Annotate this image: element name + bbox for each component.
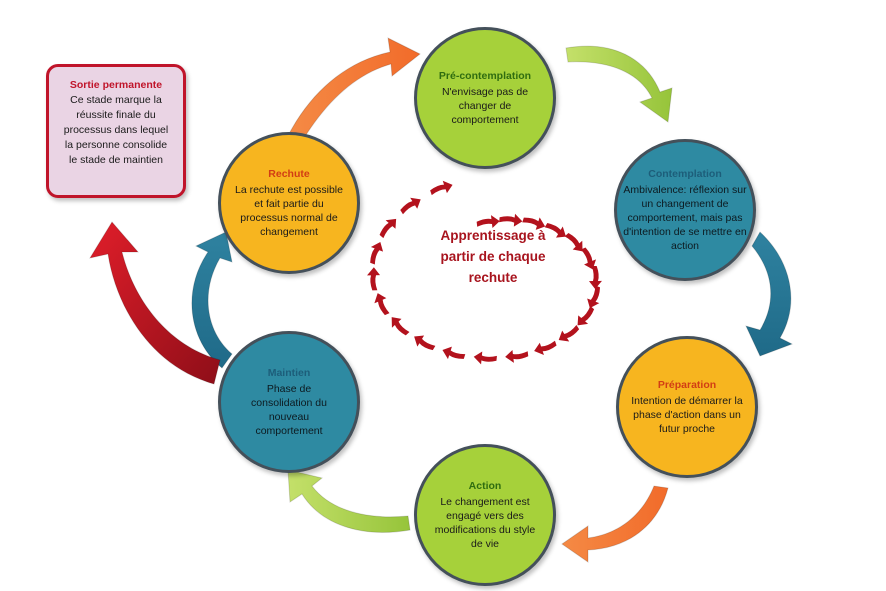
spiral-arrow-icon	[580, 247, 597, 270]
spiral-arrow-icon	[367, 267, 381, 291]
stage-contemplation: Contemplation Ambivalence: réflexion sur…	[614, 139, 756, 281]
exit-box-sortie-permanente: Sortie permanente Ce stade marque la réu…	[46, 64, 186, 198]
stage-title: Rechute	[268, 167, 310, 180]
stage-action: Action Le changement est engagé vers des…	[414, 444, 556, 586]
stage-description: Phase de consolidation du nouveau compor…	[251, 382, 327, 437]
spiral-arrow-icon	[442, 346, 466, 360]
spiral-arrow-icon	[414, 335, 436, 351]
stage-title: Pré-contemplation	[438, 69, 532, 82]
stage-preparation: Préparation Intention de démarrer la pha…	[616, 336, 758, 478]
spiral-arrow-icon	[400, 197, 421, 215]
spiral-arrow-icon	[558, 325, 580, 342]
stage-description: N'envisage pas de changer de comportemen…	[441, 85, 529, 126]
arrow-rechute-to-pre	[289, 37, 421, 139]
stage-description: Ambivalence: réflexion sur un changement…	[623, 183, 747, 252]
spiral-arrow-icon	[430, 180, 453, 196]
spiral-arrow-icon	[505, 349, 529, 363]
spiral-arrow-icon	[499, 213, 523, 227]
stage-description: Intention de démarrer la phase d'action …	[631, 394, 743, 435]
spiral-arrow-icon	[473, 351, 497, 365]
stage-rechute: Rechute La rechute est possible et fait …	[218, 132, 360, 274]
stage-pre-contemplation: Pré-contemplation N'envisage pas de chan…	[414, 27, 556, 169]
exit-box-description: Ce stade marque la réussite finale du pr…	[63, 94, 169, 166]
spiral-arrow-icon	[534, 340, 557, 356]
spiral-arrow-icon	[588, 265, 602, 289]
spiral-arrow-icon	[374, 293, 390, 316]
stage-title: Maintien	[267, 366, 311, 379]
spiral-arrow-icon	[577, 306, 595, 326]
spiral-arrow-icon	[391, 317, 410, 336]
stage-maintien: Maintien Phase de consolidation du nouve…	[218, 331, 360, 473]
spiral-arrow-icon	[544, 222, 566, 238]
arrow-maintien-to-sortie	[88, 221, 221, 385]
center-label: Apprentissage à partir de chaque rechute	[440, 228, 546, 285]
exit-box-title: Sortie permanente	[69, 79, 163, 91]
arrow-action-to-maintien	[287, 469, 411, 533]
stage-title: Contemplation	[648, 167, 722, 180]
arrow-contemplation-to-prep	[745, 231, 794, 357]
spiral-arrow-icon	[587, 285, 601, 309]
spiral-arrow-icon	[476, 215, 500, 229]
spiral-arrow-icon	[370, 242, 384, 265]
stage-description: Le changement est engagé vers des modifi…	[434, 495, 536, 550]
spiral-arrow-icon	[379, 218, 397, 239]
arrow-pre-to-contemplation	[565, 45, 673, 123]
spiral-arrow-icon	[522, 217, 546, 230]
arrow-prep-to-action	[561, 485, 669, 563]
arrow-maintien-to-rechute	[191, 231, 233, 369]
stage-title: Préparation	[657, 378, 717, 391]
spiral-arrow-icon	[564, 233, 583, 252]
stage-title: Action	[468, 479, 502, 492]
stage-description: La rechute est possible et fait partie d…	[235, 183, 343, 238]
